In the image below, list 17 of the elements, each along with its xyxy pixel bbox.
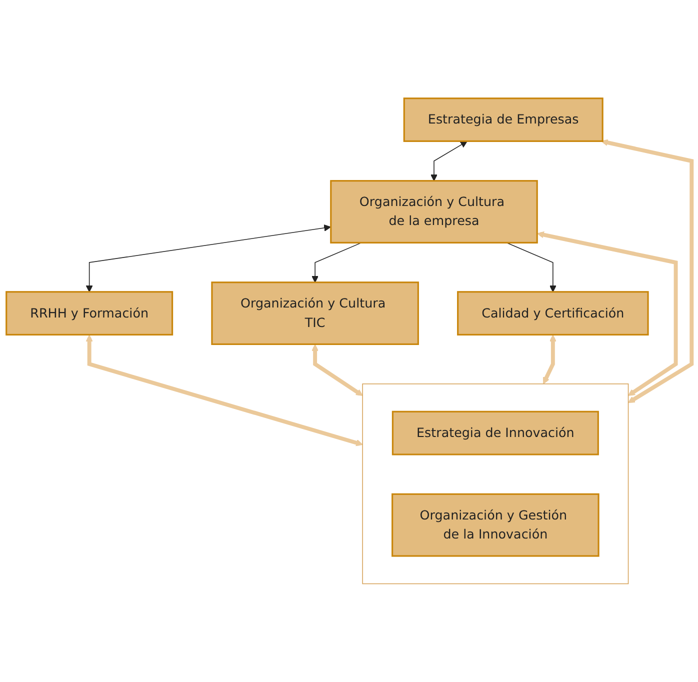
node-box: RRHH y Formación	[6, 291, 174, 336]
arrow	[312, 242, 362, 283]
node-box: Organización y Cultura TIC	[211, 282, 419, 345]
node-box: Calidad y Certificación	[457, 291, 649, 336]
node-box: Estrategia de Empresas	[403, 98, 604, 142]
arrow	[601, 139, 694, 403]
node-box: Organización y Gestión de la Innovación	[392, 493, 600, 557]
arrow	[86, 334, 363, 446]
arrow	[86, 224, 331, 292]
arrow	[542, 334, 556, 384]
arrow	[312, 344, 363, 396]
cluster	[362, 383, 629, 584]
node-box: Organización y Cultura de la empresa	[330, 180, 538, 244]
arrow	[537, 231, 678, 396]
arrow	[506, 242, 556, 292]
node-box: Estrategia de Innovación	[392, 410, 599, 456]
arrow	[430, 140, 468, 182]
